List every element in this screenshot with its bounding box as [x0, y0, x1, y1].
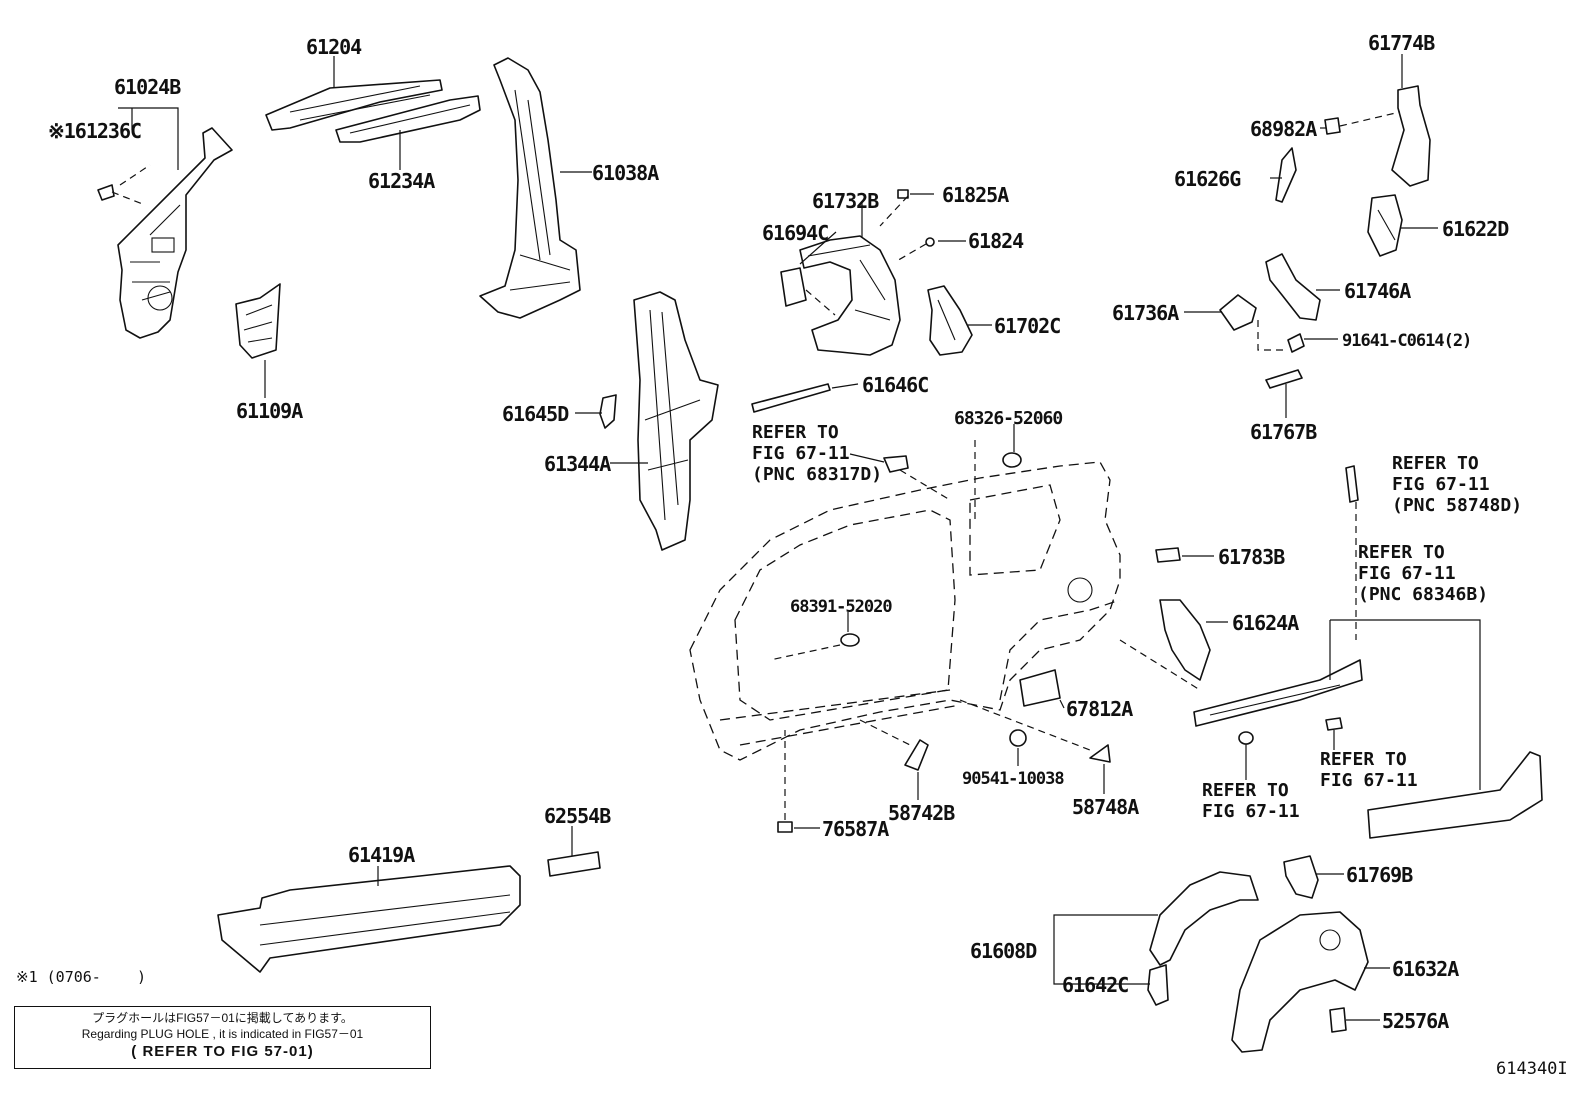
- label-61694c[interactable]: 61694C: [762, 221, 829, 245]
- part-clip-drawing: [1238, 717, 1343, 745]
- label-52576a[interactable]: 52576A: [1382, 1009, 1449, 1033]
- part-61204-drawing: [265, 79, 443, 131]
- reference-clip-1[interactable]: REFER TO FIG 67-11: [1202, 780, 1300, 822]
- part-61632a-drawing: [1231, 911, 1369, 1053]
- label-61732b[interactable]: 61732B: [812, 189, 879, 213]
- part-61702c-drawing: [927, 285, 973, 356]
- part-61646c-drawing: [751, 383, 831, 413]
- label-68982a[interactable]: 68982A: [1250, 117, 1317, 141]
- label-61769b[interactable]: 61769B: [1346, 863, 1413, 887]
- part-52576a-drawing: [1329, 1007, 1347, 1033]
- note-line-english: Regarding PLUG HOLE , it is indicated in…: [81, 1027, 364, 1041]
- reference-58748d[interactable]: REFER TO FIG 67-11 (PNC 58748D): [1392, 453, 1523, 516]
- label-68326-52060[interactable]: 68326-52060: [954, 408, 1063, 429]
- part-61626g-drawing: [1275, 147, 1297, 203]
- part-62554b-drawing: [547, 851, 601, 877]
- label-61626g[interactable]: 61626G: [1174, 167, 1241, 191]
- label-76587a[interactable]: 76587A: [822, 817, 889, 841]
- part-61024b-drawing: [117, 127, 233, 339]
- label-61774b[interactable]: 61774B: [1368, 31, 1435, 55]
- part-61783b-drawing: [1155, 547, 1181, 563]
- label-58748a[interactable]: 58748A: [1072, 795, 1139, 819]
- part-61419a-drawing: [217, 865, 521, 973]
- part-68317d-drawing: [883, 455, 909, 473]
- label-61038a[interactable]: 61038A: [592, 161, 659, 185]
- note-line-japanese: プラグホールはFIG57－01に掲載してあります。: [92, 1011, 353, 1025]
- label-68391-52020[interactable]: 68391-52020: [790, 597, 893, 617]
- label-61783b[interactable]: 61783B: [1218, 545, 1285, 569]
- label-61824[interactable]: 61824: [968, 229, 1024, 253]
- part-61694c-drawing: [780, 267, 807, 307]
- label-61767b[interactable]: 61767B: [1250, 420, 1317, 444]
- part-67812a-drawing: [1019, 669, 1061, 707]
- leader-lines: [118, 54, 1438, 1021]
- part-61236c-drawing: [97, 184, 115, 201]
- label-61624a[interactable]: 61624A: [1232, 611, 1299, 635]
- label-61645d[interactable]: 61645D: [502, 402, 569, 426]
- label-61622d[interactable]: 61622D: [1442, 217, 1509, 241]
- part-68346b-drawing: [1193, 659, 1363, 727]
- reference-68346b[interactable]: REFER TO FIG 67-11 (PNC 68346B): [1358, 542, 1489, 605]
- body-side-outline: [689, 461, 1121, 761]
- part-58748a-drawing: [1089, 744, 1111, 763]
- label-61736a[interactable]: 61736A: [1112, 301, 1179, 325]
- label-61746a[interactable]: 61746A: [1344, 279, 1411, 303]
- part-61769b-drawing: [1283, 855, 1319, 899]
- label-67812a[interactable]: 67812A: [1066, 697, 1133, 721]
- label-61825a[interactable]: 61825A: [942, 183, 1009, 207]
- part-61645d-drawing: [599, 394, 617, 429]
- part-61608d-drawing: [1149, 871, 1259, 966]
- part-61038a-drawing: [479, 57, 581, 319]
- note-reference[interactable]: ( REFER TO FIG 57-01): [131, 1043, 314, 1060]
- part-58742b-drawing: [904, 739, 929, 771]
- label-90541-10038[interactable]: 90541-10038: [962, 769, 1065, 789]
- part-68391-52020-drawing: [840, 633, 860, 647]
- label-61608d[interactable]: 61608D: [970, 939, 1037, 963]
- part-61767b-drawing: [1265, 369, 1303, 389]
- label-61204[interactable]: 61204: [306, 35, 362, 59]
- part-61344a-drawing: [633, 291, 719, 551]
- label-61632a[interactable]: 61632A: [1392, 957, 1459, 981]
- label-61024b[interactable]: 61024B: [114, 75, 181, 99]
- part-61824-drawing: [925, 237, 935, 247]
- part-61624a-drawing: [1159, 599, 1211, 681]
- footnote: ※1 (0706- ): [16, 968, 146, 986]
- part-rocker-cover-drawing: [1367, 751, 1543, 839]
- label-61702c[interactable]: 61702C: [994, 314, 1061, 338]
- label-58742b[interactable]: 58742B: [888, 801, 955, 825]
- figure-code: 614340I: [1496, 1059, 1568, 1079]
- part-68326-52060-drawing: [1002, 452, 1022, 468]
- plug-hole-note: プラグホールはFIG57－01に掲載してあります。 Regarding PLUG…: [14, 1006, 431, 1069]
- part-91641-drawing: [1287, 333, 1305, 353]
- reference-clip-2[interactable]: REFER TO FIG 67-11: [1320, 749, 1418, 791]
- part-68982a-drawing: [1324, 117, 1341, 135]
- label-62554b[interactable]: 62554B: [544, 804, 611, 828]
- label-61344a[interactable]: 61344A: [544, 452, 611, 476]
- label-61419a[interactable]: 61419A: [348, 843, 415, 867]
- label-91641-c0614[interactable]: 91641-C0614(2): [1342, 331, 1472, 351]
- part-61622d-drawing: [1367, 194, 1403, 257]
- label-61646c[interactable]: 61646C: [862, 373, 929, 397]
- label-61642c[interactable]: 61642C: [1062, 973, 1129, 997]
- part-58748d-drawing: [1345, 465, 1359, 503]
- part-61736a-drawing: [1219, 294, 1257, 331]
- part-61774b-drawing: [1391, 85, 1431, 187]
- part-90541-10038-drawing: [1009, 729, 1027, 747]
- label-61234a[interactable]: 61234A: [368, 169, 435, 193]
- label-61109a[interactable]: 61109A: [236, 399, 303, 423]
- part-76587a-drawing: [777, 821, 793, 833]
- part-61825a-drawing: [897, 189, 909, 199]
- label-61236c[interactable]: ※161236C: [48, 119, 142, 143]
- part-61234a-drawing: [335, 95, 481, 143]
- part-61746a-drawing: [1265, 253, 1321, 321]
- part-61732b-drawing: [799, 235, 901, 356]
- part-61642c-drawing: [1147, 964, 1169, 1006]
- part-61109a-drawing: [235, 283, 281, 359]
- reference-68317d[interactable]: REFER TO FIG 67-11 (PNC 68317D): [752, 422, 883, 485]
